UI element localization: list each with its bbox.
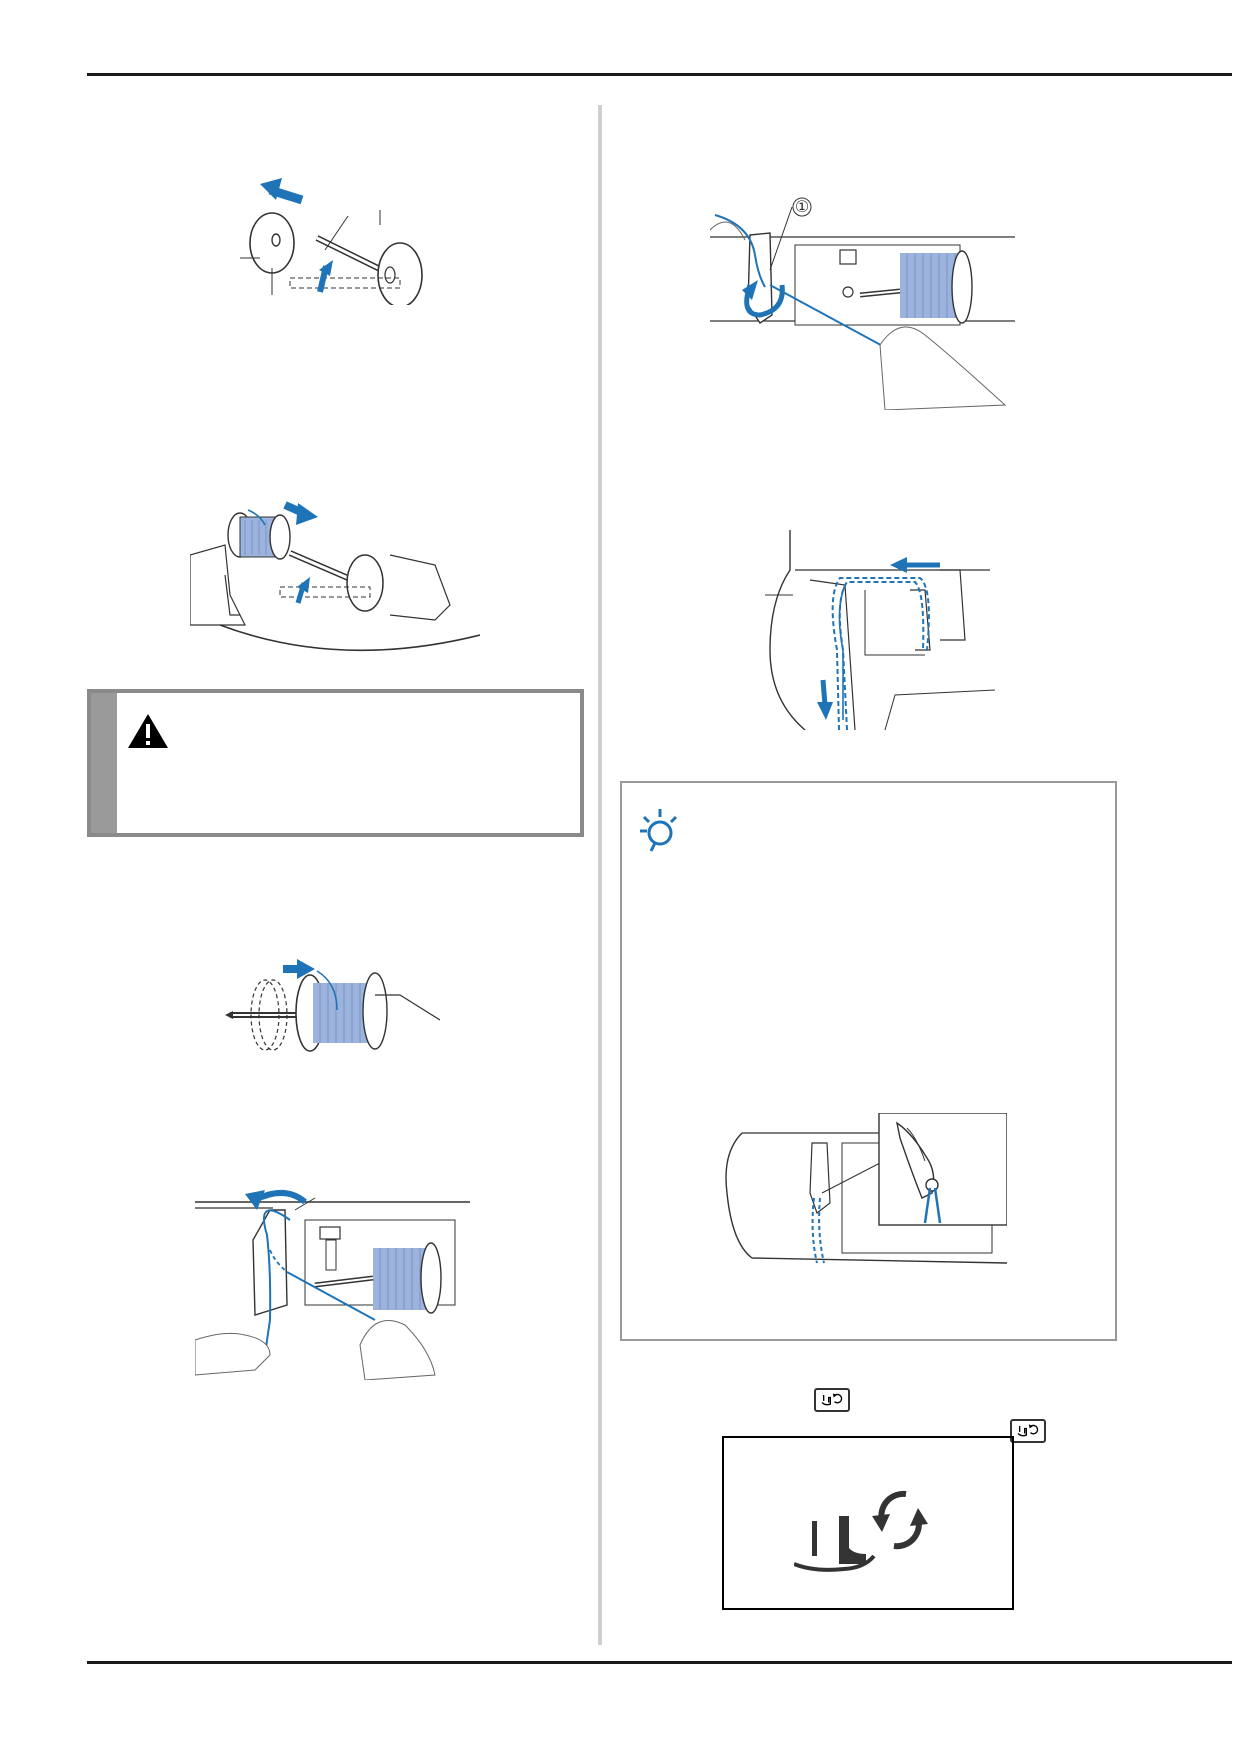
header-rule [87, 73, 1232, 76]
spool-cap-removal-figure [240, 170, 440, 305]
thread-path-figure [765, 530, 995, 730]
column-divider [598, 105, 602, 1645]
presser-foot-lock-icon [793, 1476, 944, 1576]
presser-foot-lock-key-icon [814, 1388, 850, 1412]
thread-guide-hold-figure [195, 1180, 470, 1380]
warning-triangle-icon [127, 713, 169, 749]
note-box [620, 781, 1117, 1341]
spool-on-pin-figure [190, 495, 480, 665]
callout-marker: ① [795, 197, 809, 216]
lightbulb-icon [636, 805, 680, 853]
note-figure [722, 1113, 1007, 1273]
lcd-display [722, 1436, 1014, 1610]
thread-guide-callout-figure: ① [710, 195, 1015, 410]
caution-box [87, 689, 584, 837]
footer-rule [87, 1661, 1232, 1664]
caution-side-bar [91, 693, 117, 833]
presser-foot-lock-key-icon [1010, 1419, 1046, 1443]
spool-cap-attach-figure [225, 955, 440, 1055]
